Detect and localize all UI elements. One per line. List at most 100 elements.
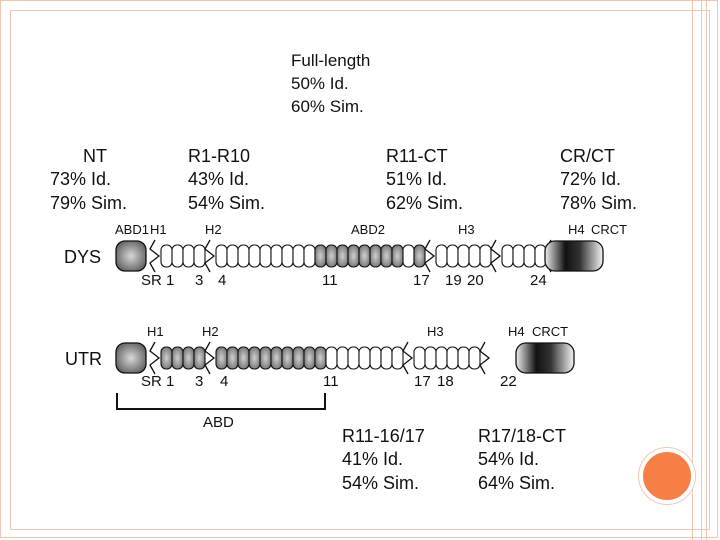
spectrin-repeat: [249, 347, 260, 369]
spectrin-repeat: [161, 245, 172, 267]
utr-label-11: 11: [323, 373, 339, 390]
dys-label-17: 17: [413, 272, 430, 289]
spectrin-repeat: [337, 347, 348, 369]
utr-label-22: 22: [500, 373, 517, 390]
utr-label-crct: CRCT: [532, 324, 568, 339]
utr-region-r17-title: R17/18-CT: [478, 425, 566, 448]
spectrin-repeat: [469, 245, 480, 267]
utr-label-4: 4: [220, 373, 228, 390]
spectrin-repeat: [271, 347, 282, 369]
abd-bracket: [117, 393, 325, 409]
hinge-marker: [205, 240, 214, 272]
dys-label-20: 20: [467, 272, 484, 289]
spectrin-repeat: [293, 347, 304, 369]
dys-label-sr: SR: [141, 272, 162, 289]
utr-region-r17-identity: 54% Id.: [478, 448, 539, 471]
spectrin-repeat: [381, 245, 392, 267]
spectrin-repeat: [447, 347, 458, 369]
dys-label-1: 1: [166, 272, 174, 289]
spectrin-repeat: [194, 245, 205, 267]
spectrin-repeat: [469, 347, 480, 369]
spectrin-repeat: [348, 245, 359, 267]
dys-label-h2: H2: [205, 222, 222, 237]
dys-label-11: 11: [322, 272, 338, 289]
spectrin-repeat: [183, 347, 194, 369]
spectrin-repeat: [249, 245, 260, 267]
spectrin-repeat: [326, 245, 337, 267]
spectrin-repeat: [359, 347, 370, 369]
spectrin-repeat: [315, 245, 326, 267]
spectrin-repeat: [370, 245, 381, 267]
dys-label-h1: H1: [150, 222, 167, 237]
utr-label-h2: H2: [202, 324, 219, 339]
hinge-marker: [491, 240, 500, 272]
utr-label-1: 1: [166, 373, 174, 390]
spectrin-repeat: [238, 245, 249, 267]
dys-label-crct: CRCT: [591, 222, 627, 237]
utr-label-h1: H1: [147, 324, 164, 339]
abd-domain: [116, 343, 146, 373]
dys-label-3: 3: [195, 272, 203, 289]
spectrin-repeat: [172, 245, 183, 267]
utr-label-h3: H3: [427, 324, 444, 339]
spectrin-repeat: [392, 347, 403, 369]
dys-label-24: 24: [530, 272, 547, 289]
spectrin-repeat: [447, 245, 458, 267]
spectrin-repeat: [271, 245, 282, 267]
utr-region-r11-identity: 41% Id.: [342, 448, 403, 471]
spectrin-repeat: [161, 347, 172, 369]
spectrin-repeat: [172, 347, 183, 369]
spectrin-repeat: [403, 245, 414, 267]
spectrin-repeat: [458, 245, 469, 267]
spectrin-repeat: [370, 347, 381, 369]
dys-label-19: 19: [445, 272, 462, 289]
spectrin-repeat: [282, 347, 293, 369]
spectrin-repeat: [337, 245, 348, 267]
hinge-marker: [403, 342, 412, 374]
spectrin-repeat: [238, 347, 249, 369]
spectrin-repeat: [392, 245, 403, 267]
spectrin-repeat: [436, 245, 447, 267]
dys-track: [116, 240, 603, 272]
spectrin-repeat: [458, 347, 469, 369]
spectrin-repeat: [216, 245, 227, 267]
spectrin-repeat: [480, 245, 491, 267]
dys-label-abd2: ABD2: [351, 222, 385, 237]
spectrin-repeat: [260, 245, 271, 267]
dys-label-4: 4: [218, 272, 226, 289]
crct-domain: [545, 241, 603, 271]
spectrin-repeat: [513, 245, 524, 267]
hinge-marker: [205, 342, 214, 374]
hinge-marker: [425, 240, 434, 272]
crct-domain: [516, 343, 574, 373]
dys-label-h3: H3: [458, 222, 475, 237]
spectrin-repeat: [425, 347, 436, 369]
utr-label-3: 3: [195, 373, 203, 390]
utr-label-h4: H4: [508, 324, 525, 339]
spectrin-repeat: [381, 347, 392, 369]
spectrin-repeat: [293, 245, 304, 267]
hinge-marker: [150, 240, 159, 272]
spectrin-repeat: [183, 245, 194, 267]
spectrin-repeat: [502, 245, 513, 267]
abd-bracket-label: ABD: [203, 414, 234, 431]
utr-label-18: 18: [437, 373, 454, 390]
utr-region-r11-title: R11-16/17: [342, 425, 425, 448]
spectrin-repeat: [304, 245, 315, 267]
utr-region-r17-similarity: 64% Sim.: [478, 472, 555, 495]
spectrin-repeat: [216, 347, 227, 369]
spectrin-repeat: [348, 347, 359, 369]
utr-label-17: 17: [414, 373, 431, 390]
utr-track: [116, 342, 574, 374]
spectrin-repeat: [524, 245, 535, 267]
dys-label-abd1: ABD1: [115, 222, 149, 237]
hinge-marker: [480, 342, 489, 374]
spectrin-repeat: [326, 347, 337, 369]
spectrin-repeat: [414, 245, 425, 267]
dys-label-h4: H4: [568, 222, 585, 237]
spectrin-repeat: [304, 347, 315, 369]
spectrin-repeat: [436, 347, 447, 369]
spectrin-repeat: [227, 347, 238, 369]
spectrin-repeat: [227, 245, 238, 267]
spectrin-repeat: [282, 245, 293, 267]
